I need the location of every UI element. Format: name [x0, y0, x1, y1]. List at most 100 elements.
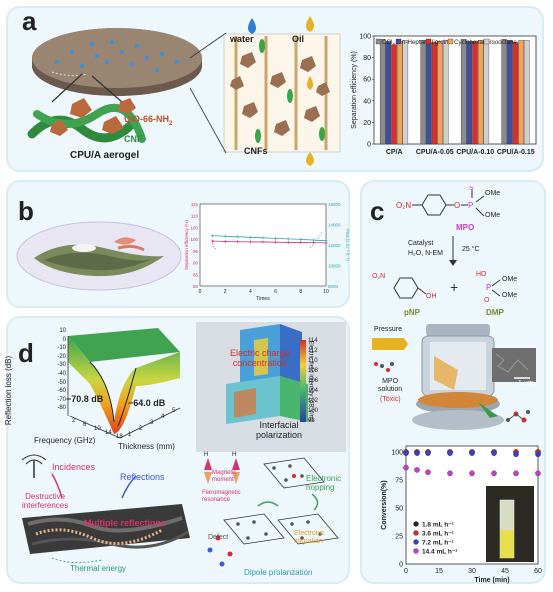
rl-tick-label: -70 — [57, 396, 66, 403]
x-tick-label: CPU/A-0.05 — [416, 149, 454, 156]
mpo-structure: O₂N O P S — [396, 186, 485, 217]
colorbar-tick-label: 112 — [308, 348, 318, 354]
electric-charge-label: Electric charge concentration — [230, 348, 290, 368]
zoom-lines — [190, 32, 227, 154]
vial-liquid — [500, 530, 514, 558]
data-point — [469, 450, 475, 456]
panel-a-label: a — [22, 6, 37, 36]
bar — [437, 41, 443, 145]
rl-tick-label: -60 — [57, 388, 66, 395]
svg-text:O: O — [454, 201, 460, 210]
rl-tick-label: 0 — [62, 336, 66, 343]
x-axis-label: Times — [256, 296, 270, 302]
y-left-tick-label: 110 — [191, 214, 199, 219]
data-point — [425, 450, 431, 456]
legend-entry: 7.2 mL h⁻¹ — [422, 540, 454, 547]
bar — [379, 39, 386, 145]
series-line — [212, 235, 327, 242]
rl-tick-label: -10 — [57, 345, 66, 352]
reflections-label: Reflections — [120, 472, 165, 482]
data-point — [414, 467, 420, 473]
mpo-label: MPO — [456, 223, 475, 232]
data-point — [403, 450, 409, 456]
data-point — [274, 240, 278, 244]
data-point — [491, 470, 497, 477]
freq-tick-label: 18 — [116, 434, 123, 440]
loss-mechanism-illustration — [21, 454, 190, 564]
data-point — [535, 470, 541, 477]
y-axis-label: Conversion(%) — [381, 480, 388, 529]
x-tick-label: 15 — [435, 568, 443, 575]
bar — [426, 42, 432, 145]
data-point — [211, 239, 215, 243]
y-left-tick-label: 115 — [191, 202, 199, 207]
legend-swatch — [483, 38, 490, 45]
dipole-label: Dipole prolanzation — [244, 568, 313, 577]
data-point — [261, 240, 265, 244]
panel-b-label: b — [18, 196, 34, 226]
bar — [512, 42, 519, 145]
colorbar-tick-label: 108 — [308, 368, 319, 374]
data-point — [286, 240, 290, 244]
bar — [420, 40, 426, 145]
y-right-tick-label: 16000 — [328, 202, 341, 207]
y-left-tick-label: 85 — [193, 272, 199, 277]
x-tick-label: CPU/A-0.10 — [456, 149, 494, 156]
legend-swatch — [447, 38, 454, 45]
x-tick-label: 8 — [299, 289, 302, 295]
svg-text:O₂N: O₂N — [372, 273, 385, 280]
y-right-tick-label: 12000 — [328, 243, 341, 248]
data-point — [223, 239, 227, 243]
thick-tick-label: 5 — [172, 408, 176, 414]
rl-tick-label: -20 — [57, 353, 66, 360]
y-right-tick-label: 10000 — [328, 264, 341, 269]
freq-tick-label: 2 — [72, 418, 76, 424]
panel-c-label: c — [370, 196, 385, 226]
products-structure: O₂N OH + HO P O — [372, 271, 501, 304]
h-label-2: H — [232, 452, 237, 458]
legend-swatch — [375, 38, 382, 45]
legend-entry: n-Heptane — [402, 39, 431, 46]
data-point — [469, 470, 475, 477]
pressure-label: Pressure — [374, 326, 403, 333]
mpo-ome-2: OMe — [485, 212, 501, 219]
data-point — [248, 240, 252, 244]
legend-swatch — [395, 38, 402, 45]
series-line — [212, 240, 327, 244]
data-point — [425, 469, 431, 475]
data-point — [223, 234, 227, 238]
freq-tick-label: 14 — [105, 430, 112, 436]
dmp-ome-1: OMe — [502, 276, 518, 283]
legend-entry: 3.6 mL h⁻¹ — [422, 531, 454, 538]
y-tick-label: 0 — [367, 142, 371, 149]
y-tick-label: 40 — [363, 98, 371, 105]
svg-text:HO: HO — [476, 271, 487, 278]
colorbar-tick-label: 98 — [308, 418, 315, 424]
frequency-axis-label: Frequency (GHz) — [34, 436, 96, 445]
aerogel-label: CPU/A aerogel — [70, 150, 140, 161]
thick-tick-label: 2 — [139, 426, 143, 432]
destructive-label: Destructive interferences — [22, 492, 69, 510]
bar — [472, 41, 478, 145]
legend-entry: 1.8 mL h⁻¹ — [422, 522, 454, 529]
bar — [507, 40, 513, 145]
legend-swatch — [413, 530, 419, 536]
y-tick-label: 80 — [363, 55, 371, 62]
thick-tick-label: 3 — [150, 420, 154, 426]
y-right-axis-label: Flux (L m⁻² h⁻¹) — [345, 229, 350, 261]
data-point — [311, 238, 315, 242]
data-point — [447, 450, 453, 456]
bar — [466, 41, 473, 145]
legend-entry: Cyclohexane — [454, 39, 490, 46]
water-label: water — [230, 34, 254, 44]
y-tick-label: 100 — [391, 450, 403, 457]
y-left-axis-label: Separation efficiency (%) — [184, 220, 189, 270]
bar — [518, 40, 524, 145]
left-axis-arrow — [212, 240, 217, 250]
mpo-ome-1: OMe — [485, 190, 501, 197]
thermal-energy-label: Thermal energy — [70, 564, 127, 573]
magnetic-moment-label: Magnetic moment — [212, 470, 237, 483]
defect-label: Defect — [208, 534, 229, 541]
y-tick-label: 50 — [395, 506, 403, 513]
bar — [396, 41, 403, 145]
